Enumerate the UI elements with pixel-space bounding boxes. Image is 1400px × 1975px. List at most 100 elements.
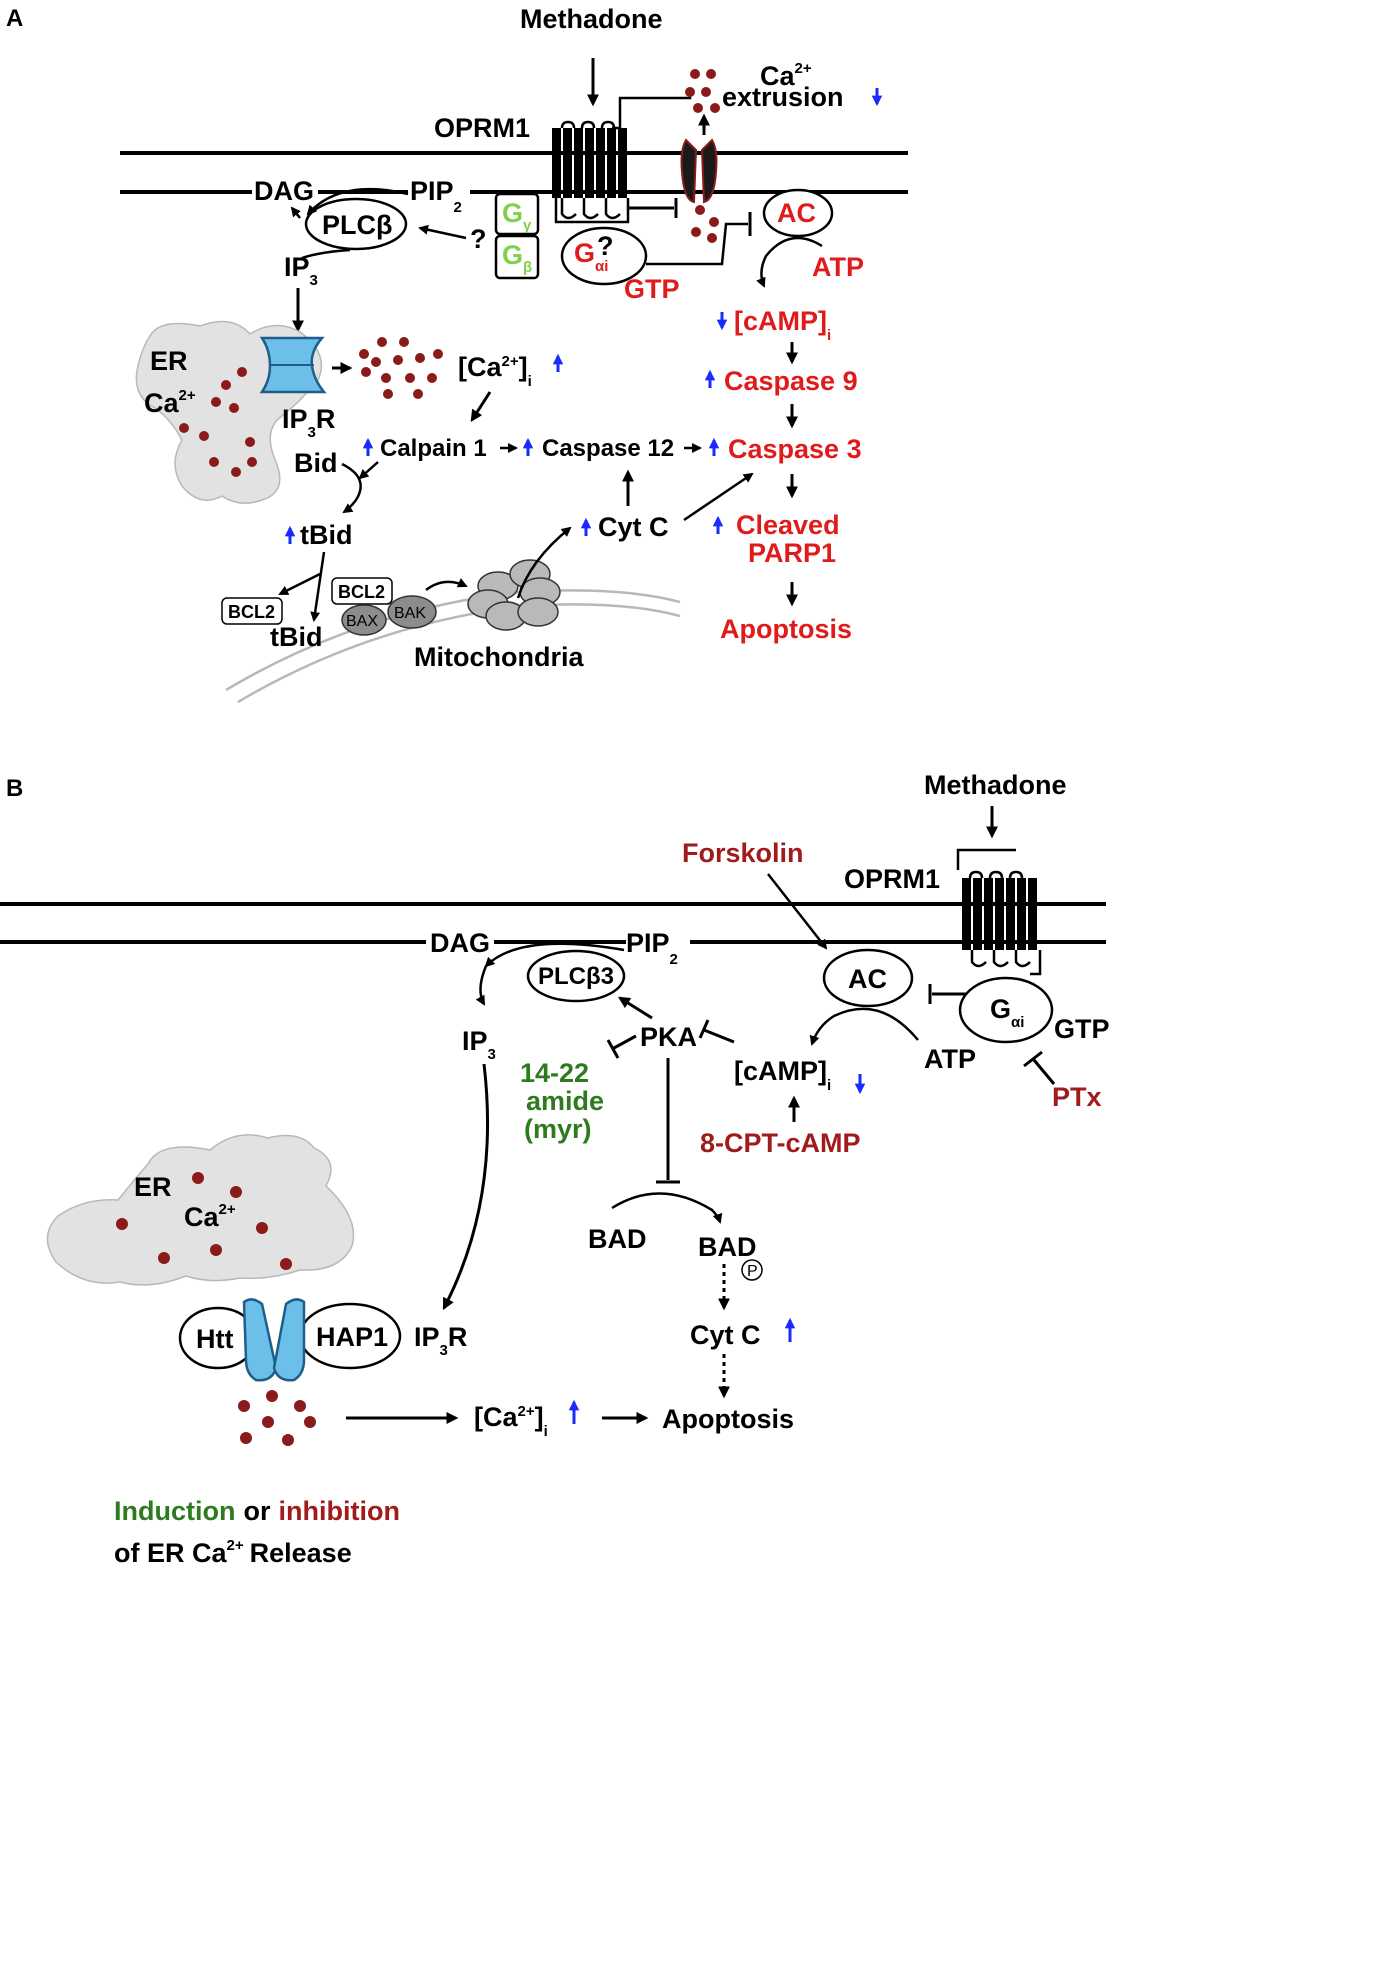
adenylyl-cyclase-b <box>822 948 914 1008</box>
g-gamma-label: Gγ <box>502 198 532 234</box>
plcb-label: PLCβ <box>322 210 392 240</box>
cpt-camp-label: 8-CPT-cAMP <box>700 1128 861 1158</box>
er-ca-label-a: Ca2+ <box>144 387 196 418</box>
ac-label: AC <box>777 198 816 228</box>
camp-pka-inhibition <box>703 1028 735 1044</box>
g-gamma-subunit <box>494 192 540 236</box>
bcl2-label-upper: BCL2 <box>338 582 385 602</box>
ptx-label: PTx <box>1052 1082 1102 1112</box>
calcium-dots-cytosol <box>691 205 719 243</box>
ip3r-label-a: IP3R <box>282 404 335 441</box>
panel-a-label: A <box>6 5 23 32</box>
cleaved-label: Cleaved <box>736 510 840 540</box>
pip2-label-b: PIP2 <box>626 928 678 968</box>
g-alpha-i-label: Gαi <box>574 238 608 275</box>
ca-extrusion-label: extrusion <box>722 82 844 112</box>
pip2-to-dag-arrow-b <box>484 942 625 968</box>
caspase3-label: Caspase 3 <box>728 434 862 464</box>
mito-to-cytc-arrow <box>516 526 572 599</box>
oprm1-receptor <box>552 90 692 224</box>
oprm1-label: OPRM1 <box>434 113 530 143</box>
cytc-to-caspase3-arrow <box>683 472 754 522</box>
bak-label: BAK <box>394 605 426 622</box>
oprm1-label-b: OPRM1 <box>844 864 940 894</box>
ip3-to-ip3r-arrow <box>442 1063 489 1311</box>
plcb3-to-ip3-arrow <box>475 965 488 1006</box>
bid-label: Bid <box>294 448 338 478</box>
g-alpha-i-label-b: Gαi <box>990 994 1024 1031</box>
g-alpha-question-mark: ? <box>597 231 614 261</box>
bid-to-tbid-arrow <box>341 462 362 514</box>
er-label-b: ER <box>134 1172 172 1202</box>
dag-label: DAG <box>254 176 314 206</box>
er-label-a: ER <box>150 346 188 376</box>
er-calcium-dots-b <box>116 1172 292 1270</box>
cytc-label-a: Cyt C <box>598 512 669 542</box>
pka-to-plcb3-arrow <box>617 996 653 1020</box>
calpain-to-bid-arrow <box>358 461 379 480</box>
intracellular-ca-label-a: [Ca2+]i <box>458 352 532 390</box>
bad-phosphorylation-arrow <box>611 1192 723 1224</box>
ip3r-label-b: IP3R <box>414 1322 467 1359</box>
panel-b: B Methadone Forskolin OPRM1 DAG PIP2 <box>0 770 1110 1446</box>
adenylyl-cyclase-a <box>762 188 834 238</box>
ip3-receptor-channel-a <box>259 336 327 394</box>
bax-protein <box>341 604 387 636</box>
calcium-extrusion-channel <box>680 113 718 204</box>
methadone-apoptosis-pathway-diagram: A Methadone OPRM1 <box>0 4 1110 1568</box>
g-beta-label: Gβ <box>502 240 532 276</box>
gtp-label: GTP <box>624 274 680 304</box>
g-alpha-ac-inhibition <box>646 222 748 266</box>
ip3-label-b: IP3 <box>462 1026 496 1063</box>
cytc-label-b: Cyt C <box>690 1320 761 1350</box>
amide-pka-inhibition <box>613 1034 637 1050</box>
pip2-to-dag-arrow <box>306 187 409 216</box>
released-calcium-dots-b <box>238 1390 316 1446</box>
mitochondrial-pore-cluster <box>467 559 561 631</box>
atp-label-b: ATP <box>924 1044 976 1074</box>
methadone-label-b: Methadone <box>924 770 1067 800</box>
amide-label-line1: 14-22 <box>520 1058 589 1088</box>
calcium-dots-extruded <box>685 69 720 113</box>
gbg-to-plcb-arrow <box>418 224 467 240</box>
amide-label-line3: (myr) <box>524 1114 592 1144</box>
oprm1-receptor-b <box>956 848 1042 976</box>
bad-label: BAD <box>588 1224 647 1254</box>
caspase9-label: Caspase 9 <box>724 366 858 396</box>
atp-to-camp-arrow-b <box>809 1007 919 1046</box>
bcl2-box-upper <box>331 577 393 605</box>
gtp-label-b: GTP <box>1054 1014 1110 1044</box>
g-beta-subunit <box>494 234 540 280</box>
panel-b-label: B <box>6 775 23 802</box>
g-alpha-i-subunit <box>560 226 648 286</box>
methadone-label: Methadone <box>520 4 663 34</box>
apoptosis-label-b: Apoptosis <box>662 1404 794 1434</box>
panel-a: A Methadone OPRM1 <box>6 4 908 704</box>
plcb3-label: PLCβ3 <box>538 963 614 990</box>
ptx-inhibition-line <box>1032 1059 1056 1085</box>
ip3-label: IP3 <box>284 252 318 289</box>
endoplasmic-reticulum-b <box>46 1134 355 1286</box>
bad-phospho-label: BAD <box>698 1232 757 1262</box>
bcl2-label-lower: BCL2 <box>228 602 275 622</box>
bax-label: BAX <box>346 613 378 630</box>
ca-to-calpain-arrow <box>470 391 492 423</box>
ip3-receptor-channel-b <box>242 1298 306 1382</box>
g-alpha-i-subunit-b <box>958 976 1054 1044</box>
plcb-enzyme <box>304 197 408 251</box>
er-calcium-dots-a <box>179 367 257 477</box>
pip2-label: PIP2 <box>410 176 462 216</box>
ca-extrusion-ca: Ca2+ <box>760 60 812 91</box>
bak-protein <box>387 595 437 629</box>
baxbak-to-mito-arrow <box>425 578 468 592</box>
camp-label: [cAMP]i <box>734 306 831 344</box>
hap1-label: HAP1 <box>316 1322 388 1352</box>
pka-label: PKA <box>640 1022 697 1052</box>
tbid-lower-label: tBid <box>270 622 322 652</box>
plcb3-enzyme <box>526 949 626 1003</box>
mitochondria-label: Mitochondria <box>414 642 584 672</box>
phospho-circle <box>741 1259 763 1281</box>
released-calcium-dots-a <box>359 337 443 399</box>
bcl2-box-lower <box>221 597 283 625</box>
